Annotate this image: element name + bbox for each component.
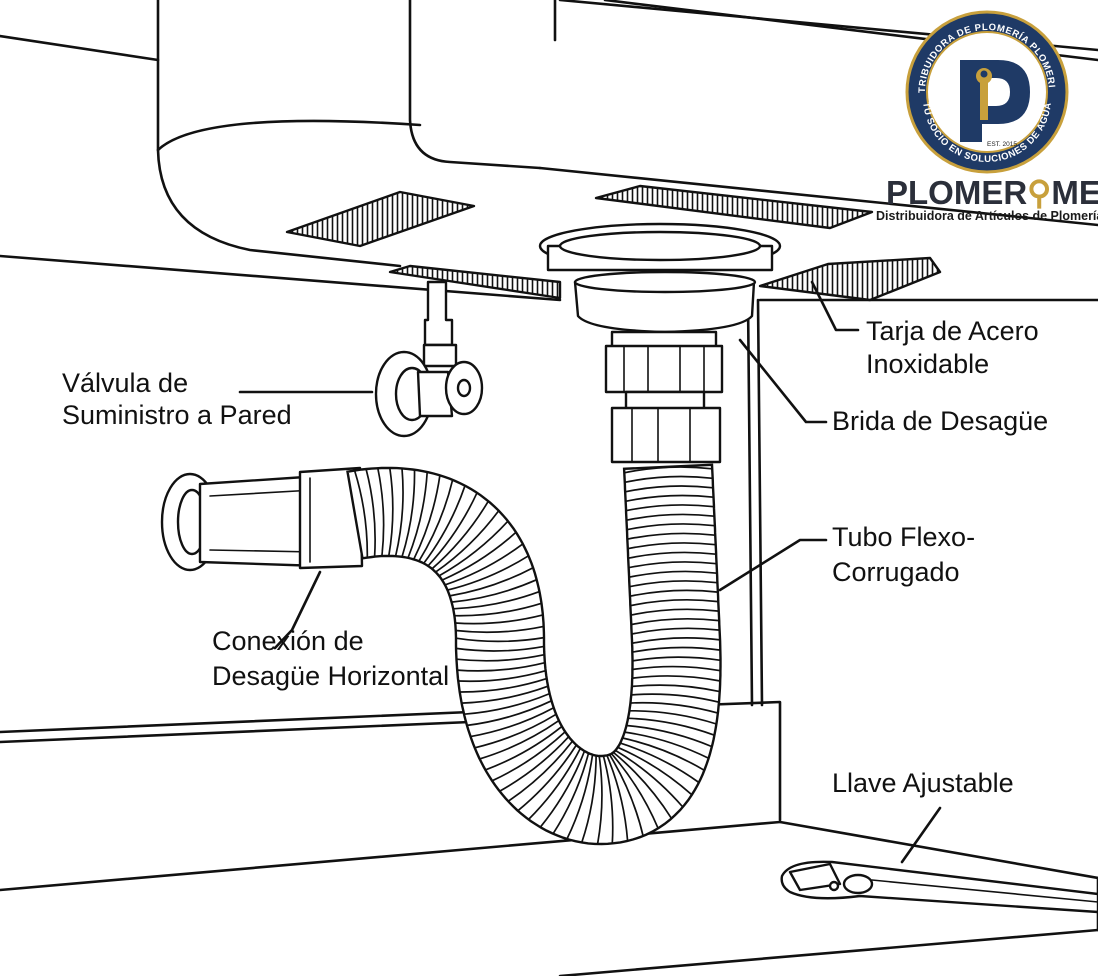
- logo-tagline: Distribuidora de Artículos de Plomería: [876, 209, 1098, 223]
- label-tarja-line1: Tarja de Acero: [866, 316, 1039, 346]
- logo-brand-left: PLOMER⚲MEX: [886, 174, 1098, 211]
- label-tubo-line1: Tubo Flexo-: [832, 522, 975, 552]
- label-tarja-line2: Inoxidable: [866, 349, 989, 379]
- label-llave: Llave Ajustable: [832, 768, 1014, 798]
- logo-est: EST. 2015: [987, 141, 1017, 148]
- label-tubo-line2: Corrugado: [832, 557, 960, 587]
- label-valvula-line2: Suministro a Pared: [62, 400, 292, 430]
- supply-valve: [376, 282, 482, 436]
- label-brida: Brida de Desagüe: [832, 406, 1048, 436]
- flex-tube: [348, 465, 721, 844]
- label-valvula-line1: Válvula de: [62, 368, 188, 398]
- label-conexion-line1: Conexión de: [212, 626, 364, 656]
- label-conexion-line2: Desagüe Horizontal: [212, 661, 449, 691]
- horizontal-drain: [162, 468, 362, 570]
